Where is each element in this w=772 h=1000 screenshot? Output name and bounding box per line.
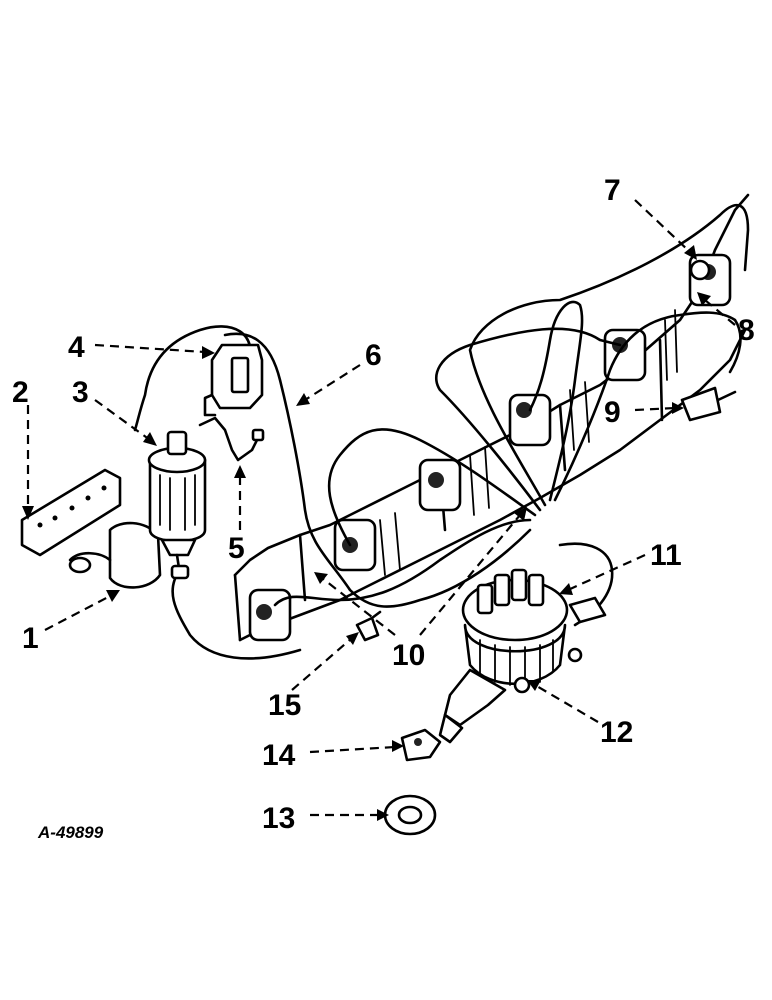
part-12-distributor (438, 568, 607, 744)
leader-lines (22, 199, 736, 821)
engine-manifold (233, 193, 750, 642)
part-14-drive-dog (400, 728, 442, 762)
callout-15: 15 (268, 689, 301, 722)
figure-reference: A-49899 (37, 823, 104, 842)
part-5-lead-wire (198, 416, 265, 462)
part-3-ignition-coil (147, 430, 207, 580)
callout-labels: 1 2 3 4 5 6 7 8 9 10 11 12 13 14 15 (12, 174, 755, 835)
spark-plug-wires (133, 203, 750, 660)
callout-9: 9 (604, 396, 621, 429)
part-4-ballast-resistor (203, 343, 264, 417)
callout-14: 14 (262, 739, 296, 772)
callout-5: 5 (228, 532, 245, 565)
part-2-mounting-bracket (20, 468, 122, 557)
callout-4: 4 (68, 331, 85, 364)
callout-12: 12 (600, 716, 633, 749)
callout-11: 11 (650, 539, 682, 572)
callout-6: 6 (365, 339, 382, 372)
callout-1: 1 (22, 622, 39, 655)
callout-2: 2 (12, 376, 29, 409)
callout-10: 10 (392, 639, 425, 672)
callout-3: 3 (72, 376, 89, 409)
part-1-coil-clamp (68, 521, 162, 589)
part-7-plug-terminal (689, 259, 711, 281)
part-13-washer (383, 794, 437, 836)
callout-8: 8 (738, 314, 755, 347)
callout-7: 7 (604, 174, 621, 207)
part-9-terminal-boot (680, 386, 737, 422)
callout-13: 13 (262, 802, 295, 835)
part-15-wire-clip (355, 610, 382, 642)
